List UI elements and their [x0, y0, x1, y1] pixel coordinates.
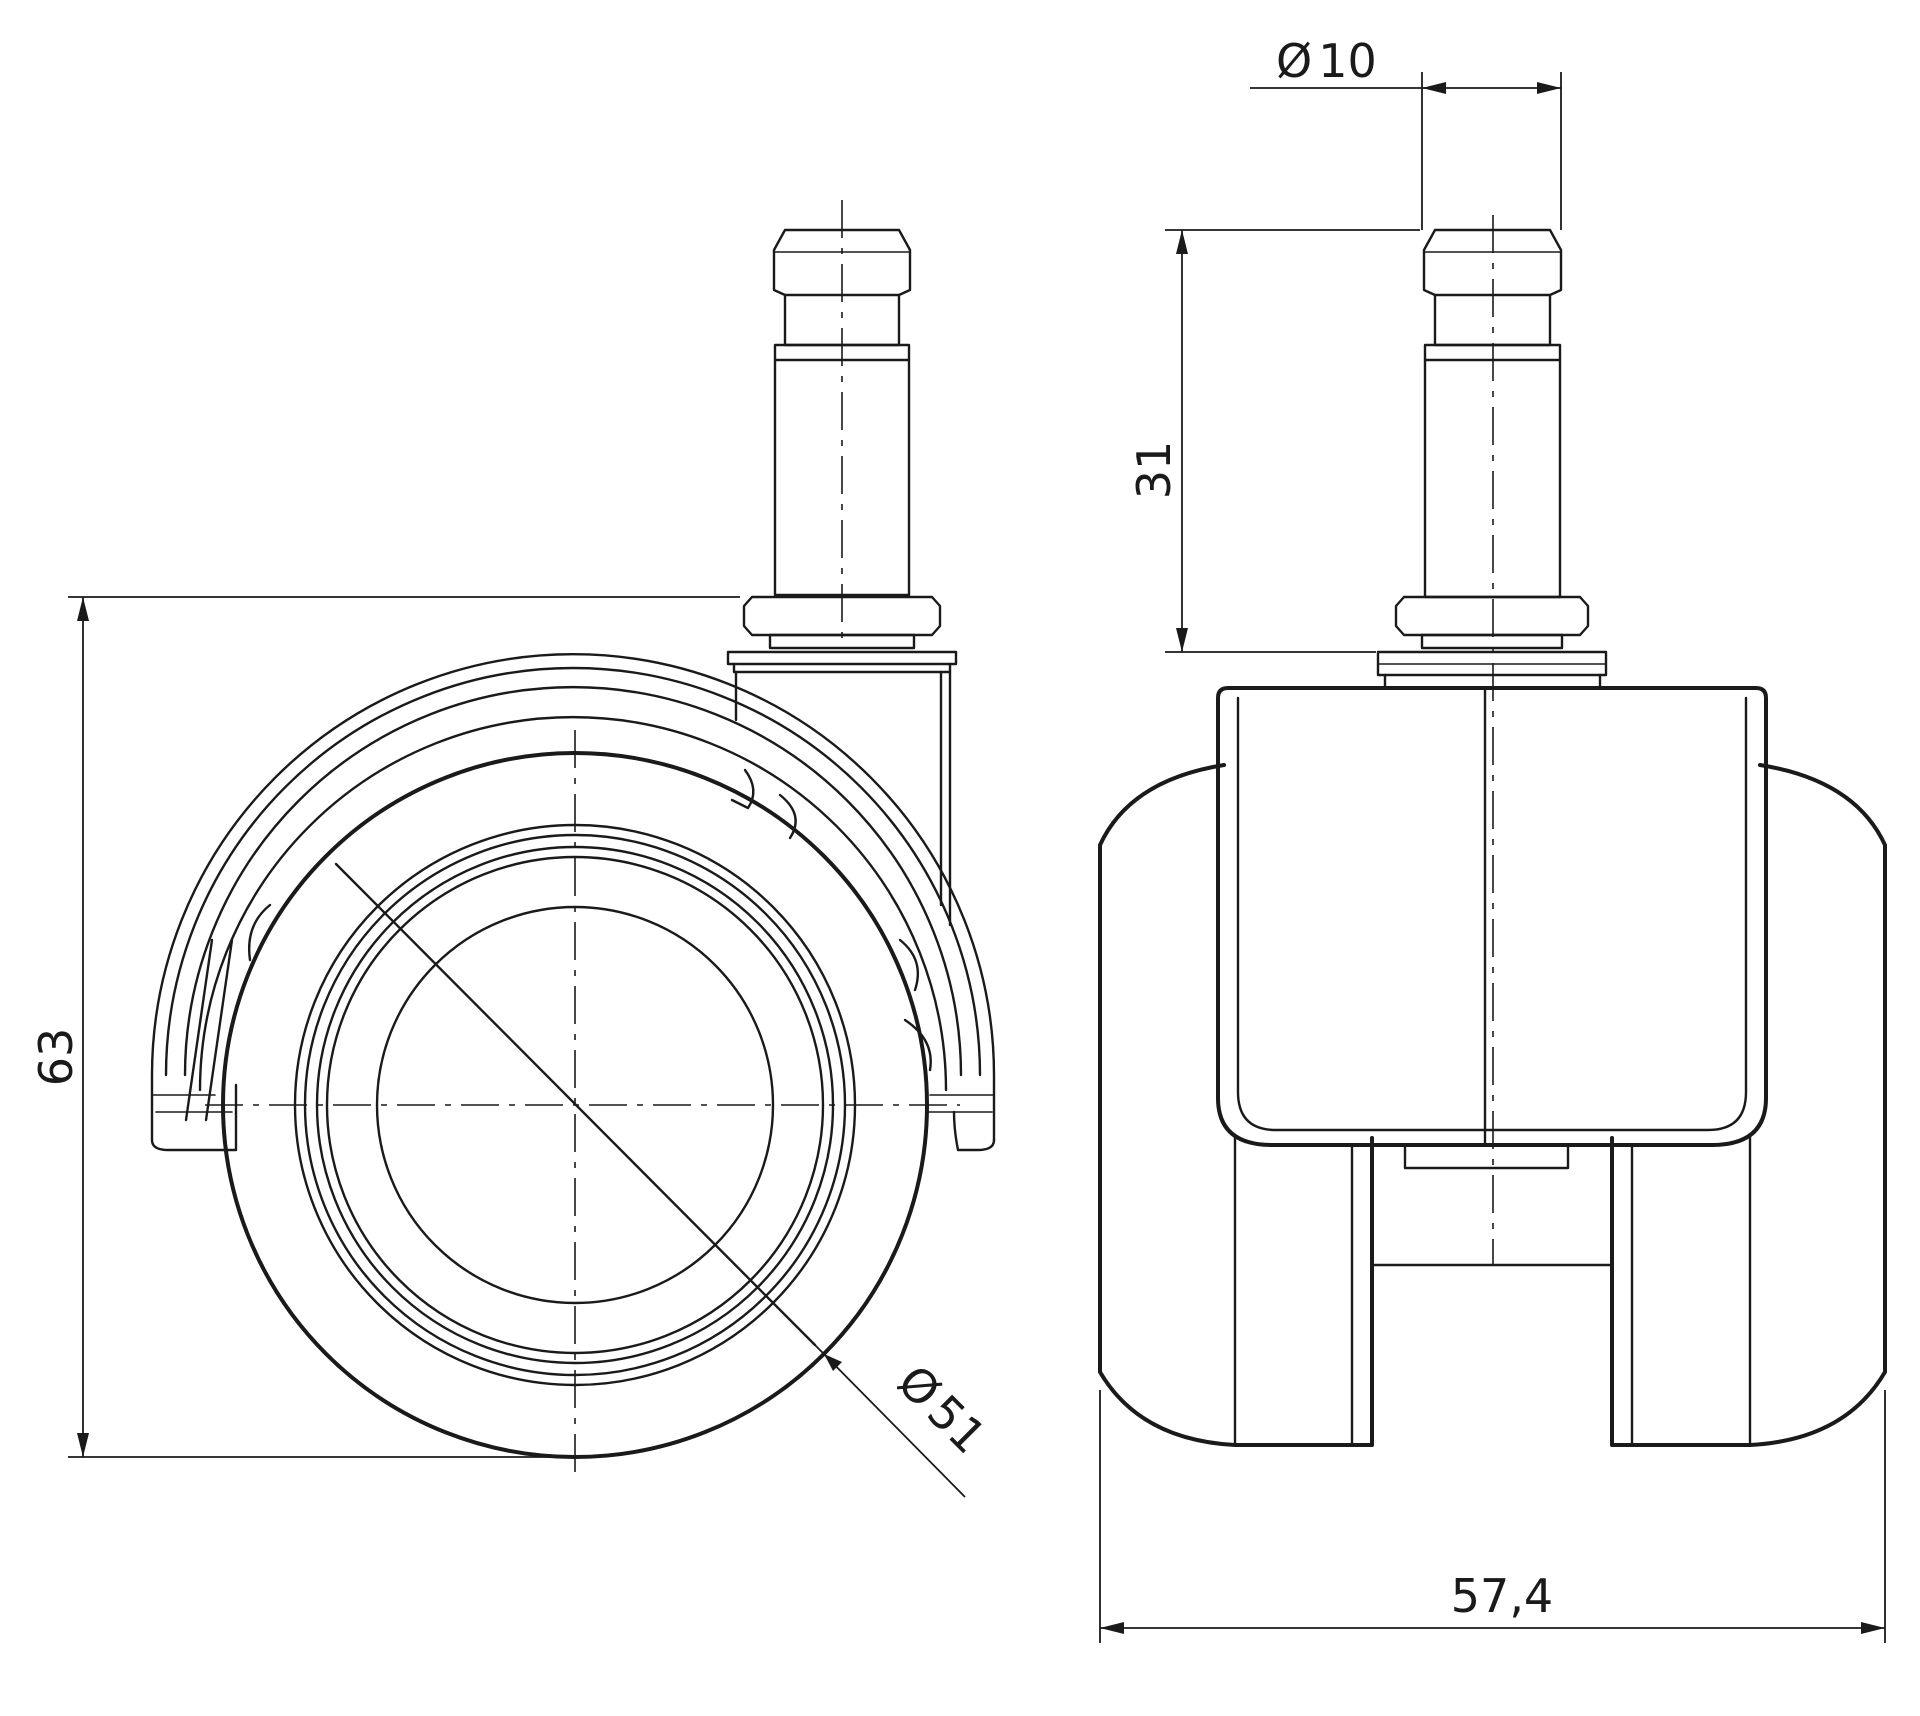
- side-view: [150, 200, 996, 1480]
- front-view-pin: [1376, 228, 1608, 690]
- front-view-wheels: [1098, 763, 1887, 1447]
- dimension-total-width-label: 57,4: [1451, 1569, 1553, 1623]
- front-view-housing: [1216, 686, 1768, 1170]
- side-view-centerlines: [205, 200, 960, 1480]
- dimension-pin-length-label: 31: [1127, 441, 1181, 500]
- side-view-hood: [150, 652, 996, 1152]
- dimension-wheel-diameter: Ø51: [814, 1344, 997, 1498]
- dimension-pin-length: 31: [1127, 229, 1420, 653]
- dimension-wheel-diameter-label: Ø51: [887, 1355, 996, 1464]
- front-view: [1098, 215, 1887, 1447]
- dimension-total-width: 57,4: [1099, 1390, 1886, 1643]
- dimension-total-height: 63: [29, 596, 740, 1458]
- dimension-total-height-label: 63: [29, 1028, 83, 1087]
